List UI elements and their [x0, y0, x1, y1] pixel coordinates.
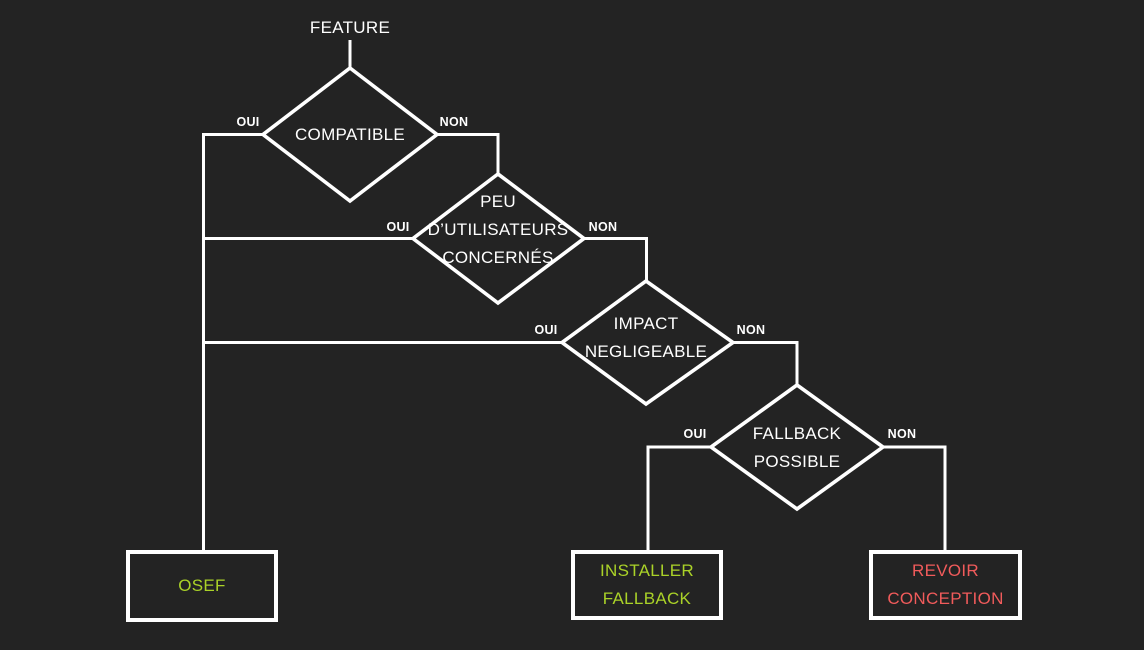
- edge-compatible-oui: [202, 133, 264, 550]
- outcome-revoir-conception-box: REVOIR CONCEPTION: [869, 550, 1022, 620]
- peu-non-label: NON: [588, 220, 618, 234]
- impact-non-label: NON: [736, 323, 766, 337]
- compatible-oui-label: OUI: [236, 115, 260, 129]
- outcome-osef-label: OSEF: [178, 576, 226, 595]
- diamond-peu-utilisateurs: [410, 171, 587, 306]
- outcome-osef-box: OSEF: [126, 550, 278, 622]
- decision-fallback-label: FALLBACK POSSIBLE: [753, 420, 841, 476]
- impact-oui-label: OUI: [534, 323, 558, 337]
- outcome-installer-line2: FALLBACK: [602, 589, 692, 608]
- edge-fallback-oui: [646, 445, 712, 550]
- decision-compatible-label: COMPATIBLE: [295, 121, 405, 149]
- decision-impact-line2: NEGLIGEABLE: [584, 342, 708, 361]
- decision-impact-label: IMPACT NEGLIGEABLE: [585, 310, 707, 366]
- decision-peu-line1: PEU: [480, 192, 516, 211]
- fallback-oui-label: OUI: [683, 427, 707, 441]
- outcome-installer-fallback-box: INSTALLER FALLBACK: [571, 550, 723, 620]
- decision-peu-line2: D’UTILISATEURS: [427, 220, 569, 239]
- diamond-impact: [558, 278, 737, 407]
- edge-impact-non: [732, 341, 799, 387]
- diamond-fallback: [707, 382, 887, 512]
- fallback-non-label: NON: [887, 427, 917, 441]
- outcome-revoir-line2: CONCEPTION: [887, 589, 1004, 608]
- decision-peu-utilisateurs-label: PEU D’UTILISATEURS CONCERNÉS: [428, 188, 569, 272]
- decision-fallback-line1: FALLBACK: [752, 424, 842, 443]
- outcome-installer-line1: INSTALLER: [599, 561, 695, 580]
- outcome-revoir-line1: REVOIR: [912, 561, 979, 580]
- edge-peu-non: [583, 237, 648, 282]
- decision-peu-line3: CONCERNÉS: [442, 248, 554, 267]
- peu-oui-label: OUI: [386, 220, 410, 234]
- diamond-compatible: [260, 65, 440, 204]
- compatible-non-label: NON: [439, 115, 469, 129]
- decision-compatible-line1: COMPATIBLE: [294, 125, 406, 144]
- start-node-label: FEATURE: [309, 18, 391, 37]
- decision-fallback-line2: POSSIBLE: [753, 452, 841, 471]
- edge-fallback-non: [882, 445, 947, 550]
- edge-compatible-non: [436, 133, 500, 176]
- decision-impact-line1: IMPACT: [613, 314, 679, 333]
